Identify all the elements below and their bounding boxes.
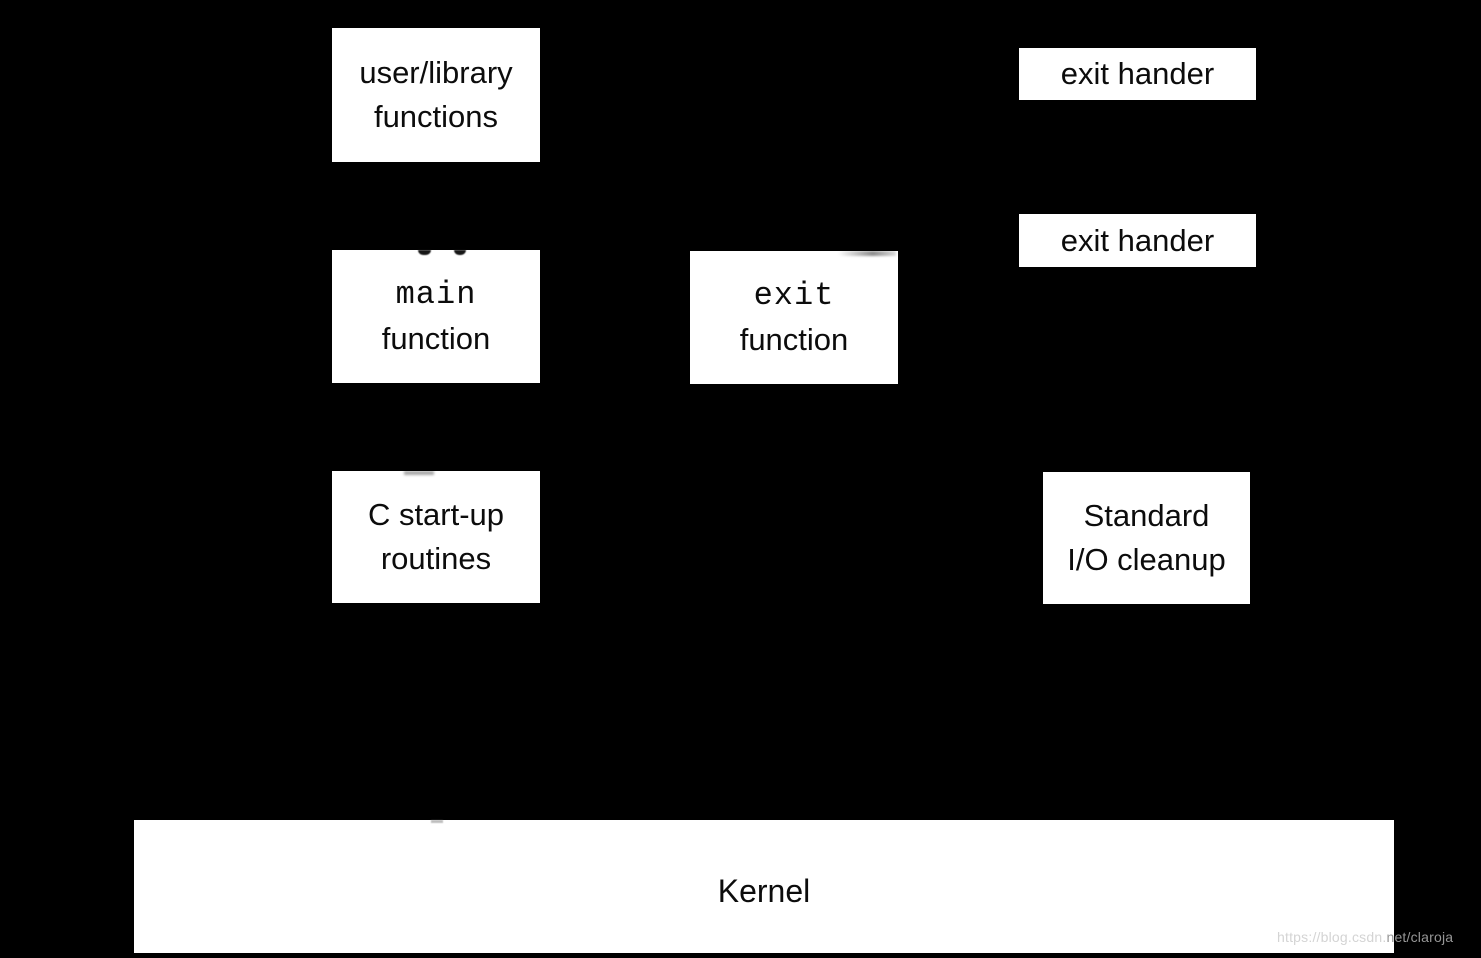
box-standard-io-cleanup: Standard I/O cleanup [1043,472,1250,604]
box-c-startup-routines: C start-up routines [332,471,540,603]
erased-arrowhead-artifact [454,250,466,255]
box-user-library-functions: user/library functions [332,28,540,162]
erased-arrow-artifact [431,820,443,823]
box-label-line: function [381,320,491,356]
box-exit-handler-middle: exit hander [1019,214,1256,267]
box-label-line: C start-up [367,497,505,532]
box-label-line: main [395,275,477,313]
box-label-line: routines [380,541,492,576]
box-label-line: Standard [1083,498,1210,533]
box-kernel: Kernel [134,820,1394,953]
erased-arrow-artifact [838,251,896,256]
box-label-line: exit hander [1060,56,1215,91]
watermark-segment: net/claroja [1386,929,1454,945]
box-label-line: functions [373,99,499,134]
erased-arrowhead-artifact [418,250,431,255]
erased-arrow-artifact [404,471,434,475]
box-label-line: Kernel [717,872,811,909]
box-label-line: function [739,321,849,357]
box-label-line: I/O cleanup [1067,542,1226,577]
watermark-segment: https://blog.csdn. [1277,929,1387,945]
csdn-watermark: https://blog.csdn.net/claroja [1277,929,1453,946]
box-exit-function: exit function [690,251,898,384]
box-main-function: main function [332,250,540,383]
box-label-line: user/library [359,55,513,90]
box-exit-handler-top: exit hander [1019,48,1256,100]
box-label-line: exit [753,276,835,314]
box-label-line: exit hander [1060,222,1215,258]
